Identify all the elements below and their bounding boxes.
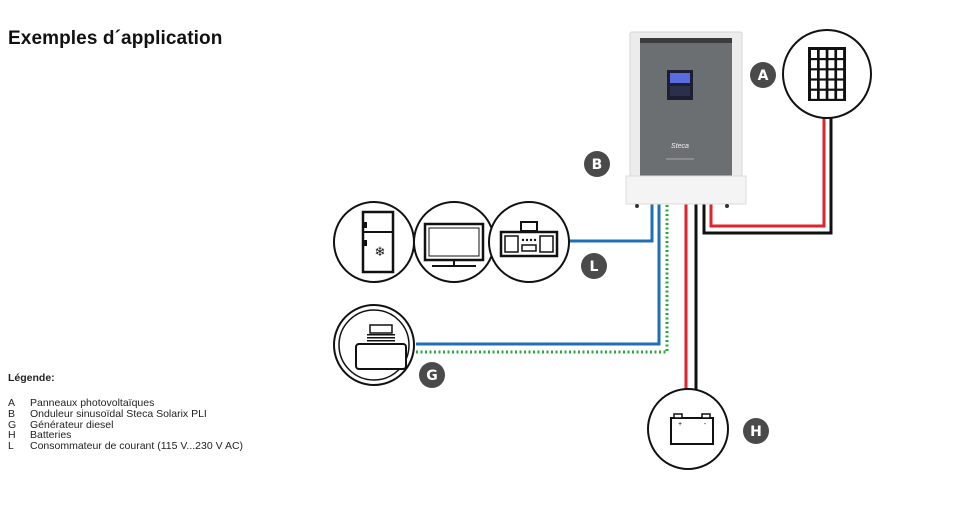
- legend-item: L Consommateur de courant (115 V...230 V …: [8, 441, 243, 452]
- svg-text:H: H: [750, 424, 762, 440]
- solar-cell: [811, 70, 817, 79]
- solar-cell: [811, 50, 817, 58]
- legend-key: H: [8, 429, 16, 442]
- solar-cell: [811, 90, 817, 99]
- legend-label: Panneaux photovoltaïques: [30, 397, 155, 409]
- radio-icon: [499, 221, 559, 258]
- solar-cell: [819, 60, 826, 69]
- svg-text:B: B: [592, 157, 603, 173]
- solar-positive-wire: [709, 117, 826, 228]
- generator: [333, 304, 415, 386]
- solar-cell: [819, 50, 826, 58]
- solar-cell: [837, 50, 844, 58]
- solar-cell: [837, 60, 844, 69]
- legend-item: H Batteries: [8, 430, 243, 441]
- badge-H: H: [743, 418, 769, 444]
- legend-key: B: [8, 407, 16, 420]
- tv-icon: [423, 222, 485, 267]
- badge-G: G: [419, 362, 445, 388]
- legend-label: Générateur diesel: [30, 418, 114, 431]
- inverter: Steca: [625, 31, 747, 208]
- legend-key: A: [8, 397, 16, 409]
- loads: ❄: [333, 201, 570, 283]
- solar-cell: [837, 80, 844, 89]
- svg-text:-: -: [704, 421, 707, 428]
- diesel-generator-icon: [355, 324, 407, 370]
- solar-panel: [782, 29, 872, 119]
- solar-cell: [828, 90, 835, 99]
- solar-cell: [819, 70, 826, 79]
- legend-item: G Générateur diesel: [8, 418, 243, 431]
- generator-ac-wire: [416, 203, 661, 346]
- solar-cell: [828, 50, 835, 58]
- solar-cell: [811, 80, 817, 89]
- legend-key: L: [8, 440, 14, 453]
- legend-item: A Panneaux photovoltaïques: [8, 398, 243, 409]
- svg-text:A: A: [758, 68, 769, 84]
- battery: + -: [647, 388, 729, 470]
- solar-negative-wire: [702, 117, 833, 235]
- fridge-icon: ❄: [361, 210, 395, 274]
- svg-text:L: L: [590, 259, 599, 275]
- legend-label: Consommateur de courant (115 V...230 V A…: [30, 440, 244, 453]
- svg-text:❄: ❄: [375, 244, 386, 259]
- badge-B: B: [584, 151, 610, 177]
- solar-cell: [828, 60, 835, 69]
- legend-key: G: [8, 418, 17, 431]
- battery-icon: + -: [670, 413, 714, 445]
- solar-cell: [837, 70, 844, 79]
- badge-L: L: [581, 253, 607, 279]
- solar-cell: [811, 60, 817, 69]
- page-title: Exemples d´application: [8, 28, 223, 49]
- svg-text:G: G: [426, 368, 438, 384]
- solar-cell: [819, 90, 826, 99]
- legend-title: Légende:: [8, 372, 55, 384]
- inverter-brand-logo: Steca: [671, 143, 689, 150]
- legend-label: Batteries: [30, 429, 72, 442]
- solar-cell: [819, 80, 826, 89]
- svg-text:+: +: [678, 421, 682, 428]
- wires: [416, 117, 833, 390]
- load-ac-wire: [562, 203, 654, 243]
- solar-cell: [837, 90, 844, 99]
- legend-item: B Onduleur sinusoïdal Steca Solarix PLI: [8, 407, 243, 420]
- badge-A: A: [750, 62, 776, 88]
- solar-cell: [828, 80, 835, 89]
- solar-cell: [828, 70, 835, 79]
- legend-label: Onduleur sinusoïdal Steca Solarix PLI: [30, 407, 207, 420]
